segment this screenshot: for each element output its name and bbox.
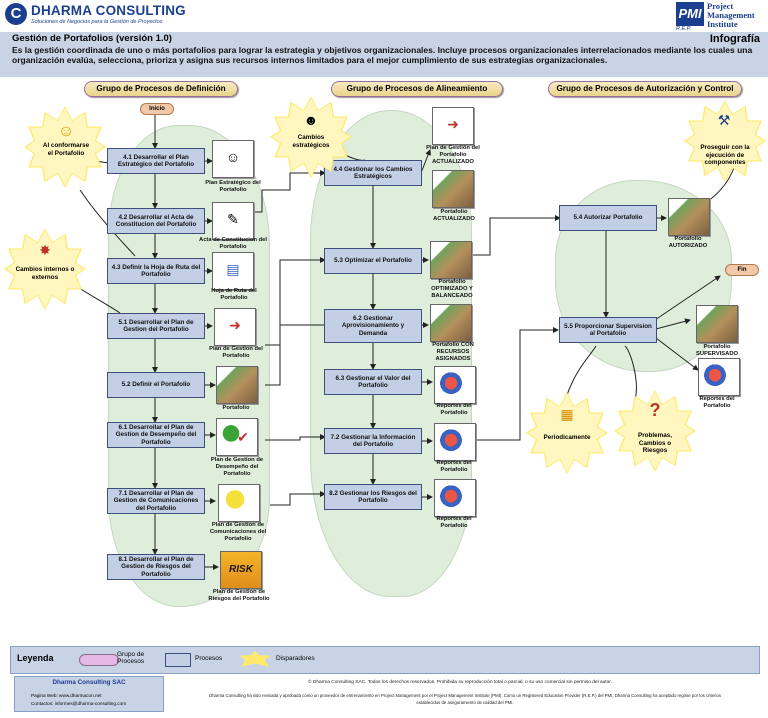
reportes-8-2-icon [434, 479, 476, 517]
output-5-2: Portafolio [222, 405, 250, 411]
plan-gestion-portafolio-icon: ➜ [214, 308, 256, 346]
portafolio-supervisado-icon [696, 305, 738, 343]
company-name: DHARMA CONSULTING [31, 3, 186, 18]
plan-actualizado-icon: ➜ [432, 107, 474, 145]
group-label-definicion: Grupo de Procesos de Definición [84, 81, 238, 97]
portafolio-autorizado-icon [668, 198, 710, 236]
legend-trigger-label: Disparadores [276, 655, 315, 662]
portafolio-recursos-icon [430, 304, 472, 342]
inicio-terminal: Inicio [140, 103, 174, 115]
output-4-2: Acta de Constitucion del Portafolio [199, 237, 267, 250]
trigger-cambios-internos: Cambios internos o externos [15, 266, 75, 281]
process-8-1: 8.1 Desarrollar el Plan de Gestion de Ri… [107, 554, 205, 580]
process-4-1: 4.1 Desarrollar el Plan Estratégico del … [107, 148, 205, 174]
trigger-proseguir: Proseguir con la ejecución de componente… [700, 144, 750, 166]
legend-group-swatch [79, 654, 119, 666]
header: C DHARMA CONSULTING Soluciones de Negoci… [0, 0, 768, 33]
page-title: Gestión de Portafolios (versión 1.0) [12, 33, 172, 44]
contact-title: Dharma Consulting SAC [52, 679, 126, 686]
people-icon: ☻ [303, 112, 319, 128]
output-6-1: Plan de Gestion de Desempeño del Portafo… [210, 457, 264, 477]
legend-trigger-swatch [239, 651, 271, 667]
process-5-4: 5.4 Autorizar Portafolio [559, 205, 657, 231]
footer-copyright: © Dharma Consulting SAC. Todos los derec… [308, 680, 612, 685]
output-8-1: Plan de Gestion de Riesgos del Portafoli… [208, 589, 270, 602]
fin-terminal: Fin [725, 264, 759, 276]
process-7-2: 7.2 Gestionar la Información del Portafo… [324, 428, 422, 454]
output-5-5a: Portafolio SUPERVISADO [695, 344, 739, 357]
output-6-3: Reportes del Portafolio [436, 403, 472, 416]
process-5-1: 5.1 Desarrollar el Plan de Gestion del P… [107, 313, 205, 339]
process-5-5: 5.5 Proporcionar Supervision al Portafol… [559, 317, 657, 343]
output-5-5b: Reportes del Portafolio [699, 396, 735, 409]
output-7-1: Plan de Gestion de Comunicaciones del Po… [209, 522, 267, 542]
infografia-label: Infografía [709, 33, 760, 45]
process-7-1: 7.1 Desarrollar el Plan de Gestion de Co… [107, 488, 205, 514]
legend-process-swatch [165, 653, 191, 667]
acta-constitucion-icon: ✎ [212, 202, 254, 240]
pmi-logo-icon: PMI [676, 2, 704, 26]
happy-face-icon: ☺ [57, 123, 75, 140]
trigger-problemas: Problemas, Cambios o Riesgos [638, 432, 672, 454]
output-5-1: Plan de Gestion del Portafolio [209, 346, 263, 359]
legend-title: Leyenda [17, 653, 54, 663]
output-5-4: Portafolio AUTORIZADO [668, 236, 708, 249]
reportes-5-5-icon [698, 358, 740, 396]
legend-process-label: Procesos [195, 655, 223, 662]
hoja-de-ruta-icon: ▤ [212, 252, 254, 290]
plan-estrategico-icon: ☺ [212, 140, 254, 178]
trigger-periodicamente: Periodicamente [543, 434, 591, 441]
portafolio-icon [216, 366, 258, 404]
output-6-2: Portafolio CON RECURSOS ASIGNADOS [432, 342, 474, 362]
output-4-4b: Portafolio ACTUALIZADO [433, 209, 475, 222]
reportes-7-2-icon [434, 423, 476, 461]
output-4-1: Plan Estratégico del Portafolio [205, 180, 261, 193]
trigger-cambios-estrategicos: Cambios estratégicos [292, 134, 330, 149]
company-tagline: Soluciones de Negocios para la Gestión d… [31, 19, 163, 25]
output-7-2: Reportes del Portafolio [436, 460, 472, 473]
comunicaciones-icon [218, 484, 260, 522]
process-6-2: 6.2 Gestionar Aprovisionamiento y Demand… [324, 309, 422, 343]
question-mark-icon: ? [649, 400, 661, 420]
group-label-alineamiento: Grupo de Procesos de Alineamiento [331, 81, 503, 97]
risk-icon: RISK [220, 551, 262, 589]
process-4-3: 4.3 Definir la Hoja de Ruta del Portafol… [107, 258, 205, 284]
worker-icon: ⚒ [717, 112, 731, 128]
contact-email[interactable]: Contactos: informes@dharma-consulting.co… [31, 701, 127, 706]
contact-box: Dharma Consulting SAC Pagina Web: www.dh… [14, 676, 164, 712]
group-label-autorizacion: Grupo de Procesos de Autorización y Cont… [548, 81, 742, 97]
footer-rep-note-2: establecidos de aseguramiento de calidad… [416, 700, 514, 705]
reportes-6-3-icon [434, 366, 476, 404]
process-4-4: 4.4 Gestionar los Cambios Estratégicos [324, 160, 422, 186]
dharma-logo-icon: C [5, 3, 27, 25]
footer-rep-note: Dharma Consulting ha sido revisada y apr… [209, 693, 721, 698]
description: Es la gestión coordinada de uno o más po… [12, 45, 753, 65]
process-8-2: 8.2 Gestionar los Riesgos del Portafolio [324, 484, 422, 510]
portafolio-optimizado-icon [430, 241, 472, 279]
process-4-2: 4.2 Desarrollar el Acta de Constitucion … [107, 208, 205, 234]
calendar-icon: ▦ [560, 406, 574, 422]
legend: Leyenda Grupo de Procesos Procesos Dispa… [10, 646, 760, 674]
output-5-3: Portafolio OPTIMIZADO Y BALANCEADO [431, 279, 473, 299]
process-6-3: 6.3 Gestionar el Valor del Portafolio [324, 369, 422, 395]
output-4-4a: Plan de Gestión del Portafolio ACTUALIZA… [426, 145, 480, 165]
output-4-3: Hoja de Ruta del Portafolio [211, 288, 257, 301]
process-6-1: 6.1 Desarrollar el Plan de Gestion de De… [107, 422, 205, 448]
output-8-2: Reportes del Portafolio [436, 516, 472, 529]
portafolio-actualizado-icon [432, 170, 474, 208]
process-5-2: 5.2 Definir el Portafolio [107, 372, 205, 398]
change-arrows-icon: ✸ [39, 242, 51, 258]
trigger-conformarse: Al conformarse el Portafolio [42, 142, 90, 157]
legend-group-label: Grupo de Procesos [117, 651, 145, 665]
title-bar: Gestión de Portafolios (versión 1.0) Inf… [0, 32, 768, 77]
contact-web[interactable]: Pagina Web: www.dharmacon.net [31, 693, 102, 698]
desempeno-check-icon: ✔ [216, 418, 258, 456]
rep-label: R.E.P. [676, 26, 692, 32]
process-5-3: 5.3 Optimizar el Portafolio [324, 248, 422, 274]
